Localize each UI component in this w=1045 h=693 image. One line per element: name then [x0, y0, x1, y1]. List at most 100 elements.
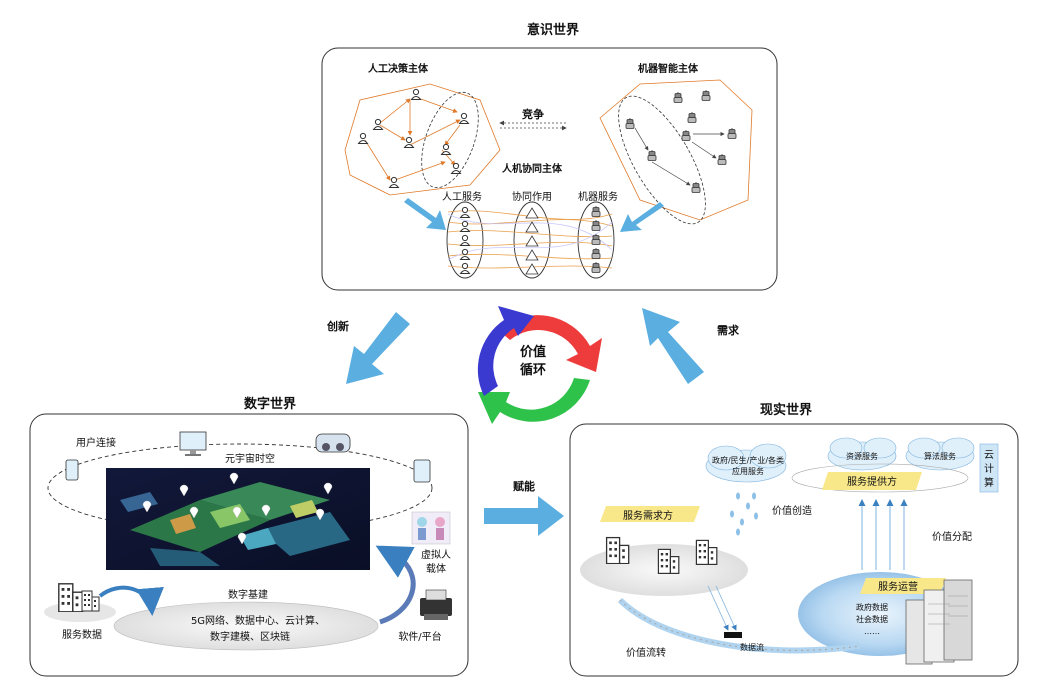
robot-icon	[647, 150, 657, 161]
demander-label: 服务需求方	[623, 509, 673, 522]
map-pin-icon	[232, 506, 242, 519]
demand-down-arrow	[715, 585, 737, 631]
robot-icon	[691, 182, 701, 193]
cloud-icon	[827, 437, 897, 471]
collab-oval	[513, 201, 551, 279]
virtual-human-line2: 载体	[426, 563, 446, 575]
robot-icon	[591, 248, 601, 259]
cloud-algo-label: 算法服务	[924, 451, 956, 461]
monitor-icon	[179, 431, 207, 456]
value-distribute-flows	[858, 499, 908, 570]
cloud-resource-label: 资源服务	[846, 451, 878, 461]
data-flow-label: 数据流	[740, 642, 764, 652]
machine-group-label: 机器智能主体	[638, 62, 699, 75]
machine-links	[634, 127, 725, 186]
innovation-arrow	[346, 312, 410, 384]
provider-label: 服务提供方	[847, 475, 897, 488]
cycle-green-arrow	[478, 378, 590, 424]
demander-badge	[600, 506, 700, 522]
collab-effect-label: 协同作用	[512, 190, 552, 203]
collab-title: 人机协同主体	[502, 162, 563, 175]
competition-label: 竞争	[522, 107, 544, 121]
robot-icon	[625, 118, 635, 129]
value-flow-label: 价值流转	[626, 646, 666, 659]
machine-group-boundary	[599, 79, 753, 221]
human-collab-dashed-oval	[421, 91, 479, 189]
server-icon	[905, 579, 973, 665]
human-service-oval	[446, 201, 484, 279]
robot-icon	[591, 220, 601, 231]
cycle-blue-arrow	[477, 306, 534, 396]
machine-collab-dashed-oval	[618, 95, 706, 225]
provider-badge	[822, 472, 922, 490]
empower-label: 赋能	[513, 479, 535, 493]
triangle-icon	[525, 249, 539, 261]
vr-headset-icon	[315, 433, 351, 453]
virtual-human-image	[411, 511, 451, 545]
cloud-icon	[705, 443, 787, 483]
consciousness-panel	[321, 47, 778, 291]
tablet-icon	[413, 459, 431, 483]
service-data-label: 服务数据	[62, 628, 102, 641]
robot-icon	[727, 128, 737, 139]
cycle-line1: 价值	[520, 344, 546, 360]
human-links	[364, 97, 461, 181]
robot-icon	[681, 130, 691, 141]
robot-icon	[591, 206, 601, 217]
machine-service-oval	[577, 201, 615, 279]
metaverse-image	[106, 468, 370, 570]
digital-world: 数字世界 用户连接	[29, 396, 469, 677]
cloud-compute-char: 云	[984, 450, 994, 461]
cloud-app-line2: 应用服务	[732, 466, 764, 476]
demand-label: 需求	[717, 323, 740, 337]
reality-world: 现实世界 政府/民生/产业/各类 应用服务 资源服务 算法服务 云 计 算 服务…	[569, 402, 1019, 677]
service-data-arrow	[98, 585, 164, 616]
gov-data-label: 政府数据	[856, 602, 888, 612]
robot-icon	[701, 90, 711, 101]
social-data-label: 社会数据	[856, 614, 888, 624]
map-pin-icon	[189, 506, 199, 519]
map-pin-icon	[237, 532, 247, 545]
robot-icon	[591, 262, 601, 273]
user-connect-label: 用户连接	[76, 436, 116, 449]
cloud-app-line1: 政府/民生/产业/各类	[712, 455, 784, 465]
machine-to-collab-arrow	[620, 202, 664, 232]
more-data-label: ……	[864, 627, 880, 636]
map-pin-icon	[179, 484, 189, 497]
reality-title: 现实世界	[760, 402, 812, 418]
world-connectors	[346, 308, 704, 536]
value-distribute-label: 价值分配	[932, 530, 972, 543]
collab-triangles	[525, 207, 539, 275]
infra-line1: 5G网络、数据中心、云计算、	[191, 614, 325, 627]
map-pin-icon	[315, 508, 325, 521]
consciousness-title: 意识世界	[527, 22, 579, 38]
demand-down-arrow	[707, 585, 729, 631]
virtual-human-line1: 虚拟人	[421, 548, 451, 561]
digital-title: 数字世界	[244, 396, 296, 412]
cycle-line2: 循环	[520, 362, 546, 378]
value-create-label: 价值创造	[772, 504, 812, 517]
robot-icon	[591, 234, 601, 245]
map-pin-icon	[229, 472, 239, 485]
machine-service-label: 机器服务	[578, 190, 618, 203]
operator-label: 服务运营	[878, 580, 918, 593]
infra-platform	[113, 601, 379, 651]
human-group-label: 人工决策主体	[368, 62, 429, 75]
cloud-compute-char: 算	[984, 476, 994, 489]
cloud-compute-char: 计	[984, 462, 994, 475]
empower-arrow	[484, 496, 564, 536]
human-service-label: 人工服务	[442, 190, 482, 203]
triangle-icon	[525, 221, 539, 233]
value-cycle: 价值 循环	[477, 306, 602, 424]
cloud-icon	[905, 437, 975, 471]
data-flow-marker	[724, 632, 742, 638]
innovation-label: 创新	[326, 319, 349, 333]
software-label: 软件/平台	[398, 630, 441, 643]
triangle-icon	[525, 263, 539, 275]
software-arrow	[375, 545, 416, 625]
robot-icon	[687, 112, 697, 123]
demand-arrow	[642, 308, 704, 384]
human-to-collab-arrow	[404, 198, 446, 230]
